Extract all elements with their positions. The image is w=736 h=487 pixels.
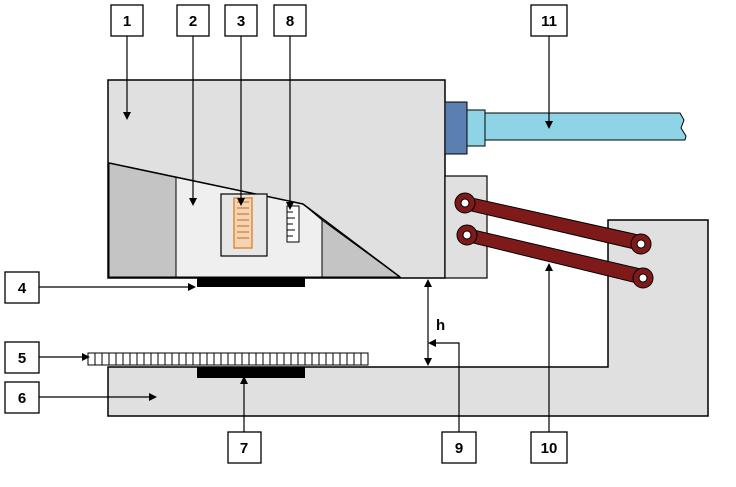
label-2: 2 bbox=[189, 13, 197, 30]
ruler-ticks bbox=[94, 353, 362, 365]
cable bbox=[484, 112, 687, 141]
gap-label: h bbox=[436, 317, 445, 334]
label-10: 10 bbox=[541, 440, 558, 457]
label-box-3: 3 bbox=[224, 4, 258, 37]
label-5: 5 bbox=[18, 350, 26, 367]
housing-slope-line bbox=[108, 162, 304, 205]
label-box-10: 10 bbox=[530, 431, 568, 464]
label-1: 1 bbox=[123, 13, 131, 30]
arrowhead-11 bbox=[545, 121, 553, 129]
arrowhead-5 bbox=[82, 353, 90, 361]
label-4: 4 bbox=[18, 280, 27, 297]
label-box-9: 9 bbox=[441, 431, 477, 464]
small-scale bbox=[286, 205, 300, 243]
leader-lines bbox=[39, 36, 550, 432]
label-8: 8 bbox=[286, 13, 294, 30]
rod-joint-2-pin bbox=[462, 230, 472, 240]
leader-9 bbox=[434, 342, 460, 432]
arrowhead-8 bbox=[286, 202, 294, 210]
base-strip bbox=[197, 367, 305, 378]
scale-ticks bbox=[287, 211, 295, 237]
arrowhead-10 bbox=[545, 263, 553, 271]
rod-joint-3-pin bbox=[636, 239, 646, 249]
rod-joint-4-pin bbox=[638, 273, 648, 283]
label-box-4: 4 bbox=[4, 271, 40, 304]
label-6: 6 bbox=[18, 390, 26, 407]
housing-bottom-strip bbox=[197, 278, 305, 287]
arrowhead-1 bbox=[123, 112, 131, 120]
chip-coil bbox=[233, 197, 253, 249]
label-9: 9 bbox=[455, 440, 463, 457]
label-3: 3 bbox=[237, 13, 245, 30]
leader-arrowheads bbox=[82, 112, 553, 401]
arrowhead-3 bbox=[237, 198, 245, 206]
housing-slope-line-2 bbox=[302, 203, 401, 278]
gap-arrow-bottom-head bbox=[424, 358, 432, 366]
gap-arrow-top-head bbox=[424, 279, 432, 287]
target-ruler bbox=[87, 352, 369, 366]
arrowhead-6 bbox=[149, 393, 157, 401]
label-box-11: 11 bbox=[530, 4, 568, 37]
label-box-6: 6 bbox=[4, 381, 40, 414]
cable-collar bbox=[466, 109, 486, 147]
label-box-5: 5 bbox=[4, 341, 40, 374]
rod-joint-1-pin bbox=[460, 198, 470, 208]
support-rods bbox=[454, 192, 654, 289]
label-11: 11 bbox=[541, 13, 557, 30]
arrowhead-4 bbox=[188, 283, 196, 291]
label-box-8: 8 bbox=[273, 4, 307, 37]
arrowhead-9 bbox=[428, 339, 436, 347]
label-box-1: 1 bbox=[110, 4, 144, 37]
label-boxes: 1 2 3 8 11 4 5 6 bbox=[4, 4, 568, 464]
sensor-housing bbox=[107, 79, 446, 279]
label-7: 7 bbox=[240, 440, 248, 457]
label-box-2: 2 bbox=[176, 4, 210, 37]
gap-dimension: h bbox=[424, 279, 445, 366]
sensor-chip bbox=[220, 193, 268, 257]
arrowhead-7 bbox=[240, 376, 248, 384]
label-box-7: 7 bbox=[227, 431, 262, 464]
arrowhead-2 bbox=[189, 198, 197, 206]
cable-connector bbox=[444, 101, 468, 155]
housing-left-wedge bbox=[108, 162, 177, 278]
